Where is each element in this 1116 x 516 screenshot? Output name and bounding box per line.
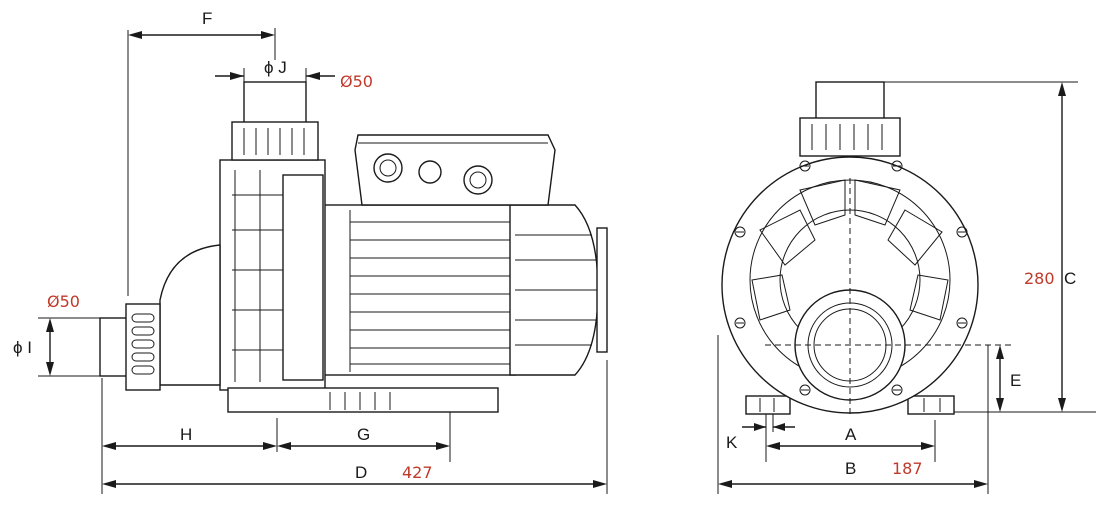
dim-K-label: K (726, 433, 738, 452)
dim-I: ϕ I Ø50 (13, 292, 80, 376)
dim-K: K (726, 423, 795, 452)
dim-D: D 427 (102, 463, 607, 488)
dim-A: A (766, 425, 935, 450)
dim-A-label: A (845, 425, 857, 444)
outlet-diameter-value: Ø50 (340, 72, 373, 91)
inlet-union (99, 303, 161, 391)
side-view: F ϕ J Ø50 ϕ I Ø50 H (13, 9, 608, 494)
inlet-diameter-value: Ø50 (47, 292, 80, 311)
dim-B: B 187 (718, 459, 988, 488)
base-width-value: 187 (892, 459, 923, 478)
motor-housing (319, 204, 608, 376)
dim-H-label: H (180, 425, 192, 444)
terminal-box (354, 134, 556, 206)
pump-volute (159, 159, 499, 413)
dim-G-label: G (357, 425, 370, 444)
dim-B-label: B (845, 459, 856, 478)
dim-J: ϕ J Ø50 (215, 58, 373, 91)
front-view: C 280 E K A B (717, 81, 1096, 494)
dim-F: F (128, 9, 275, 39)
dim-C: C 280 (1024, 82, 1076, 412)
dim-G: G (277, 425, 450, 450)
dim-E: E (996, 345, 1021, 412)
dim-J-label: ϕ J (264, 58, 287, 77)
dim-D-label: D (355, 463, 367, 482)
front-top-union (799, 81, 901, 157)
outlet-union (231, 81, 319, 161)
front-housing (721, 156, 979, 414)
dim-F-label: F (202, 9, 212, 28)
dim-E-label: E (1010, 371, 1021, 390)
overall-length-value: 427 (402, 463, 433, 482)
overall-height-value: 280 (1024, 269, 1055, 288)
dim-I-label: ϕ I (13, 338, 32, 357)
dim-H: H (102, 425, 277, 450)
front-base (745, 395, 955, 415)
dim-C-label: C (1064, 269, 1076, 288)
